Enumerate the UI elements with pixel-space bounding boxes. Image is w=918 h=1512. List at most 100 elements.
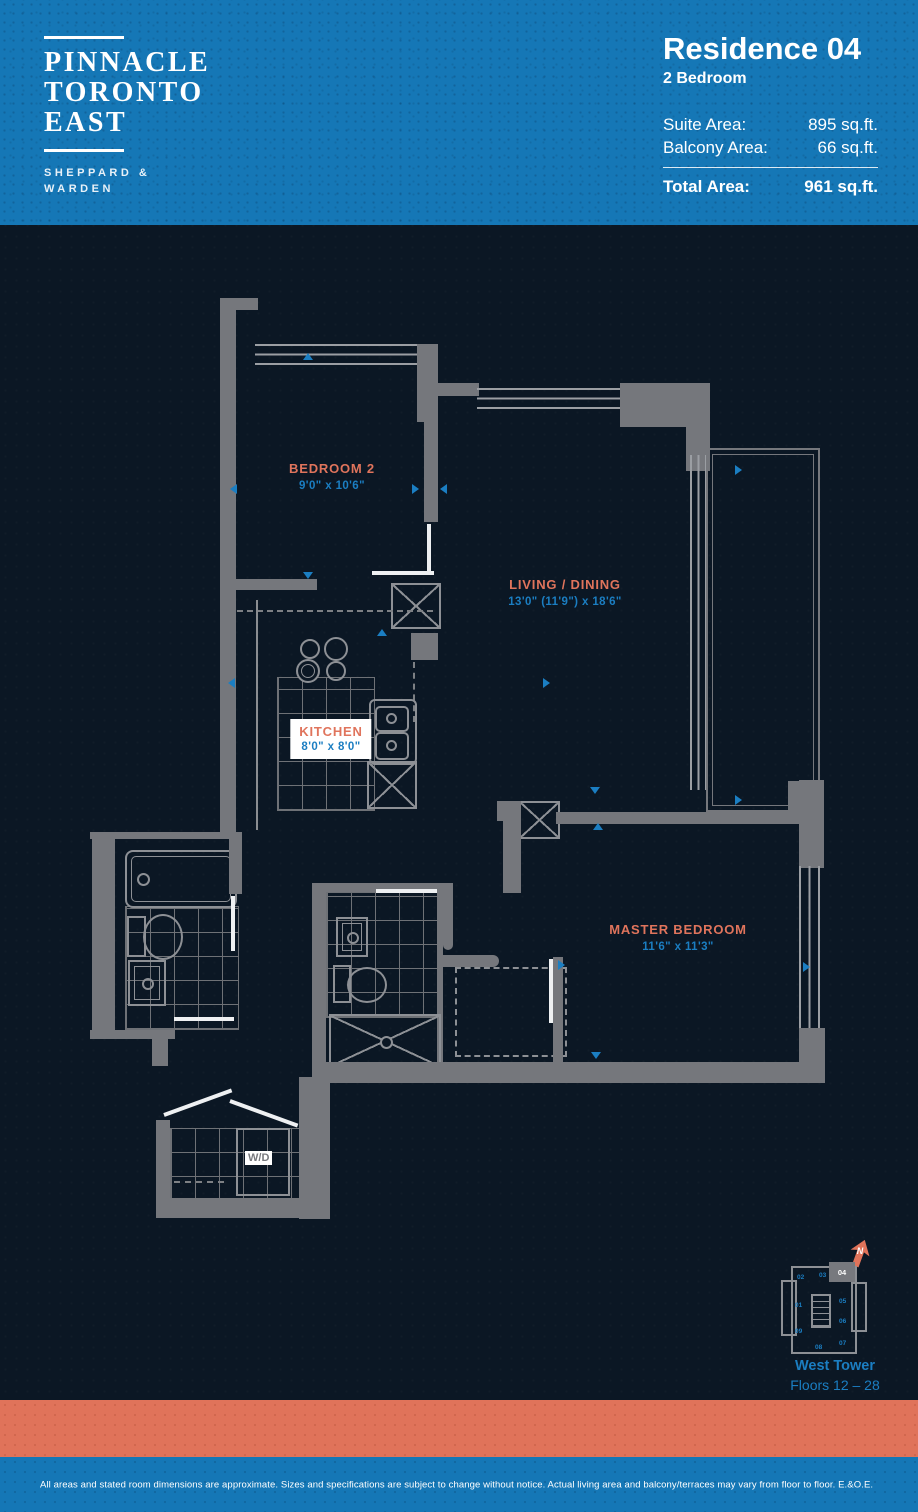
unit-number: 09 [795, 1328, 803, 1335]
door-closet [549, 959, 553, 1023]
footer: All areas and stated room dimensions are… [0, 1457, 918, 1512]
bathroom-sink [128, 960, 166, 1006]
fridge [391, 583, 441, 629]
balcony-area-label: Balcony Area: [663, 138, 768, 157]
kitchen-sink [369, 699, 417, 765]
wall [312, 1062, 825, 1083]
wall [411, 633, 438, 660]
logo-subtitle: SHEPPARD & WARDEN [44, 165, 210, 197]
bedroom2-label: BEDROOM 2 9'0" x 10'6" [289, 461, 375, 492]
keyplate: N 04 02 03 01 05 06 07 08 09 West Tower … [755, 1238, 915, 1403]
dimension-arrow [303, 572, 313, 579]
room-dimensions: 13'0" (11'9") x 18'6" [508, 596, 622, 608]
unit-number: 06 [839, 1318, 847, 1325]
north-arrow-icon: N [847, 1238, 873, 1268]
unit-number: 05 [839, 1298, 847, 1305]
sink-bowl [375, 706, 409, 732]
burner [300, 639, 320, 659]
unit-number: 02 [797, 1274, 805, 1281]
dimension-arrow [803, 962, 810, 972]
wall [92, 832, 115, 1035]
door-kitchen [372, 571, 434, 575]
north-label: N [856, 1246, 864, 1256]
residence-title: Residence 04 [663, 31, 862, 66]
wall [799, 780, 824, 868]
unit-number: 08 [815, 1344, 823, 1351]
wall [152, 1038, 168, 1066]
kitchen-upper-cabinets [237, 610, 433, 612]
wall [157, 1198, 330, 1218]
header: PINNACLE TORONTO EAST SHEPPARD & WARDEN … [0, 0, 918, 225]
balcony-sliding-door [690, 455, 707, 790]
logo-sub-line-2: WARDEN [44, 183, 114, 195]
unit-number: 03 [819, 1272, 827, 1279]
suite-area-row: Suite Area: 895 sq.ft. [663, 113, 878, 136]
dimension-arrow [440, 484, 447, 494]
drain [386, 740, 397, 751]
room-dimensions: 11'6" x 11'3" [642, 941, 714, 953]
residence-subtitle: 2 Bedroom [663, 70, 747, 87]
dimension-arrow [593, 823, 603, 830]
highlighted-unit: 04 [829, 1262, 855, 1282]
wall [620, 383, 710, 427]
wall [437, 883, 443, 1079]
suite-area-value: 895 sq.ft. [808, 115, 878, 134]
dimension-arrow [735, 465, 742, 475]
sink-bowl [375, 732, 409, 760]
wall [90, 832, 237, 839]
room-name: LIVING / DINING [509, 577, 621, 592]
room-name: KITCHEN [299, 724, 363, 739]
wall [326, 883, 452, 892]
wall [503, 801, 521, 893]
logo-rule-top [44, 36, 124, 39]
room-dimensions: 8'0" x 8'0" [301, 741, 361, 753]
unit-number: 01 [795, 1302, 803, 1309]
drain [386, 713, 397, 724]
window-master [799, 866, 820, 1030]
suite-area-label: Suite Area: [663, 115, 747, 134]
ensuite-sink [336, 917, 368, 957]
washer-dryer [236, 1128, 290, 1196]
floorplan-drawing: KITCHEN 8'0" x 8'0" [0, 225, 918, 1400]
faucet [347, 932, 359, 944]
kitchen-counter-edge [413, 662, 415, 722]
toilet [347, 967, 387, 1003]
dimension-arrow [590, 787, 600, 794]
wall [556, 812, 802, 824]
total-area-value: 961 sq.ft. [804, 177, 878, 196]
burner [296, 659, 320, 683]
door-bedroom2 [427, 524, 431, 574]
residence-info: Residence 04 2 Bedroom Suite Area: 895 s… [663, 31, 878, 198]
total-divider [663, 167, 878, 168]
room-name: BEDROOM 2 [289, 461, 375, 476]
dimension-arrow [228, 678, 235, 688]
balcony-area-row: Balcony Area: 66 sq.ft. [663, 136, 878, 159]
washer-dryer-label: W/D [245, 1151, 273, 1165]
stove [294, 635, 354, 683]
door-bathroom [231, 896, 235, 951]
wall [312, 883, 326, 1079]
building-wing [851, 1282, 867, 1332]
door-ensuite [376, 889, 438, 893]
dimension-arrow [303, 353, 313, 360]
dimension-arrow [230, 484, 237, 494]
wall [220, 298, 236, 838]
wall [443, 955, 499, 967]
logo-sub-line-1: SHEPPARD & [44, 167, 151, 179]
wall [443, 883, 453, 950]
wall [90, 1030, 175, 1039]
foyer-shelf [174, 1181, 224, 1183]
total-area-row: Total Area: 961 sq.ft. [663, 175, 878, 198]
logo-line-2: TORONTO [44, 77, 204, 108]
building-outline [791, 1266, 857, 1354]
keyplate-building: 04 02 03 01 05 06 07 08 09 [779, 1262, 873, 1356]
wall [229, 832, 242, 894]
dimension-arrow [377, 629, 387, 636]
unit-number: 07 [839, 1340, 847, 1347]
dimension-arrow [591, 1052, 601, 1059]
laundry-door-leaf [163, 1088, 233, 1117]
dishwasher [367, 761, 417, 809]
dimension-arrow [735, 795, 742, 805]
building-wing [781, 1280, 797, 1336]
